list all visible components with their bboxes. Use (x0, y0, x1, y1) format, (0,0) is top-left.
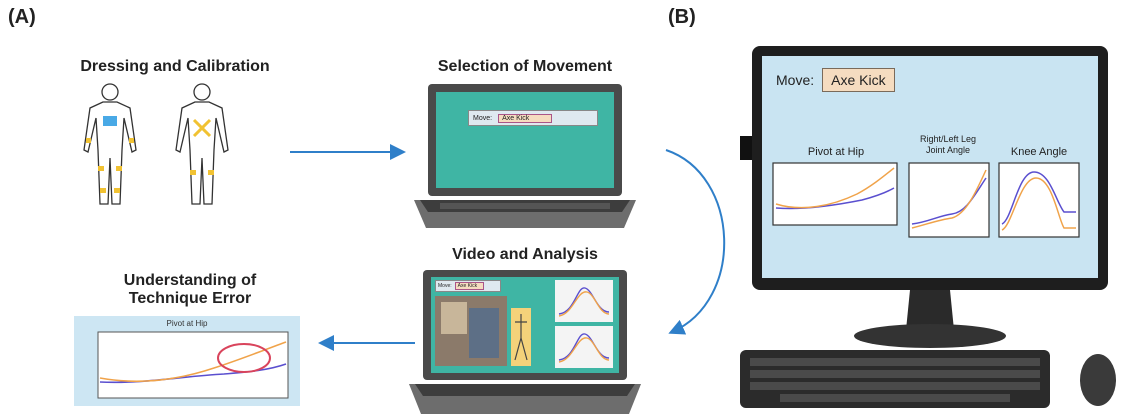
error-chart-plot (97, 331, 289, 399)
chart2-line-purple (911, 177, 987, 225)
analysis-move-dropdown[interactable]: Axe Kick (454, 282, 485, 290)
error-highlight-circle (217, 343, 271, 373)
sensor-arm-left (86, 138, 91, 143)
error-line-orange (99, 341, 287, 383)
video-title: Video and Analysis (452, 246, 598, 263)
sensor-chest (103, 116, 117, 126)
analysis-chart-top (555, 280, 613, 322)
body-back-icon (175, 83, 229, 205)
desktop-monitor: Move: Axe Kick Pivot at Hip Right/Left L… (740, 40, 1120, 414)
analysis-chart-bottom (555, 326, 613, 368)
monitor-chart2-title: Right/Left Leg Joint Angle (906, 134, 990, 156)
body-front-icon (83, 83, 137, 205)
body-figures (83, 83, 229, 205)
monitor-chart2-title-line1: Right/Left Leg (919, 134, 977, 144)
chart1-line-orange (775, 167, 895, 209)
monitor-chart2 (908, 162, 990, 238)
selection-title: Selection of Movement (437, 58, 613, 75)
selection-move-label: Move: (473, 114, 493, 122)
monitor-chart1 (772, 162, 898, 226)
chart2-line-orange (911, 169, 987, 229)
error-chart-title: Pivot at Hip (166, 319, 208, 328)
monitor-chart3-title: Knee Angle (1010, 146, 1068, 158)
panel-b-label: (B) (668, 6, 696, 28)
arrow-selection-to-video (665, 149, 726, 335)
error-chart-panel: Pivot at Hip (74, 316, 300, 406)
sensor-shin-right (114, 188, 120, 193)
chart3-line-orange (1001, 177, 1076, 231)
monitor-chart2-title-line2: Joint Angle (925, 145, 971, 155)
monitor-move-dropdown[interactable]: Axe Kick (822, 68, 895, 92)
sensor-back-thigh-left (190, 170, 196, 175)
sensor-shin-left (100, 188, 106, 193)
chart3-line-purple (1001, 171, 1076, 225)
sensor-thigh-left (98, 166, 104, 171)
sensor-arm-right (129, 138, 134, 143)
understanding-title: Understanding of Technique Error (100, 272, 280, 308)
selection-laptop: Move: Axe Kick (410, 82, 640, 232)
monitor-move-bar: Move: Axe Kick (776, 68, 895, 92)
panel-a-label: (A) (8, 6, 36, 28)
mouse-icon (1080, 354, 1116, 406)
monitor-move-label: Move: (776, 72, 815, 88)
understanding-title-line1: Understanding of (123, 272, 257, 289)
sensor-back-thigh-right (208, 170, 214, 175)
analysis-laptop-frame-icon (409, 270, 641, 414)
chart1-line-purple (775, 187, 895, 210)
sensor-thigh-right (116, 166, 122, 171)
selection-move-dropdown[interactable]: Axe Kick (498, 113, 553, 123)
laptop-frame-icon (414, 84, 636, 228)
understanding-title-line2: Technique Error (128, 290, 252, 307)
analysis-move-label: Move: (438, 283, 452, 289)
dressing-title: Dressing and Calibration (80, 58, 270, 75)
analysis-laptop: Move: Axe Kick (405, 268, 645, 414)
monitor-chart3 (998, 162, 1080, 238)
sensor-back-straps (192, 118, 212, 138)
analysis-move-bar: Move: Axe Kick (435, 280, 501, 292)
selection-move-bar: Move: Axe Kick (468, 110, 598, 126)
monitor-chart1-title: Pivot at Hip (807, 146, 865, 158)
